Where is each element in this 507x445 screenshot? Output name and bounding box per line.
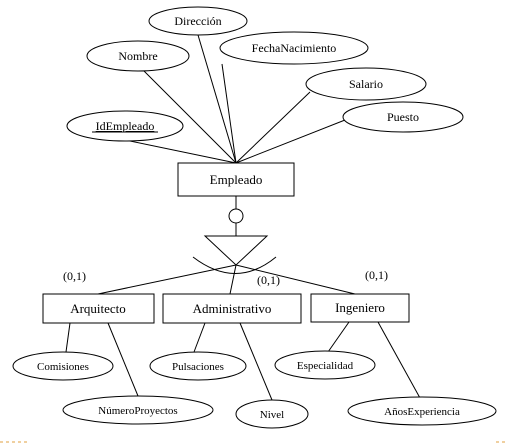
connector-comisiones bbox=[65, 322, 71, 353]
attribute-comisiones: Comisiones bbox=[12, 351, 114, 381]
entity-arquitecto-label: Arquitecto bbox=[70, 301, 126, 316]
attribute-puesto-label: Puesto bbox=[387, 110, 419, 124]
attribute-anios-experiencia-label: AñosExperiencia bbox=[384, 406, 460, 418]
attribute-nivel-label: Nivel bbox=[260, 409, 284, 421]
entity-empleado: Empleado bbox=[177, 162, 295, 197]
entity-empleado-label: Empleado bbox=[210, 172, 263, 187]
entity-arquitecto: Arquitecto bbox=[42, 293, 155, 324]
attribute-nivel: Nivel bbox=[235, 399, 309, 429]
connector-arquitecto bbox=[97, 264, 237, 295]
attribute-fecha-nacimiento: FechaNacimiento bbox=[219, 31, 369, 65]
connector-administrativo bbox=[229, 264, 237, 295]
cardinality-administrativo: (0,1) bbox=[257, 273, 280, 287]
entity-administrativo: Administrativo bbox=[162, 293, 302, 324]
connector-nivel bbox=[239, 322, 273, 401]
attribute-direccion: Dirección bbox=[148, 6, 248, 36]
generalization-triangle bbox=[203, 235, 269, 266]
entity-ingeniero-label: Ingeniero bbox=[335, 300, 385, 315]
entity-administrativo-label: Administrativo bbox=[193, 301, 272, 316]
attribute-numero-proyectos-label: NúmeroProyectos bbox=[98, 405, 177, 417]
attribute-salario-label: Salario bbox=[349, 77, 383, 91]
connector-ingeniero bbox=[235, 264, 356, 295]
attribute-comisiones-label: Comisiones bbox=[37, 361, 89, 373]
attribute-puesto: Puesto bbox=[342, 101, 464, 133]
subtype-attribute-connectors bbox=[65, 321, 421, 401]
attribute-fecha-nacimiento-label: FechaNacimiento bbox=[252, 41, 337, 55]
attribute-id-empleado-label: IdEmpleado bbox=[96, 119, 155, 133]
exclusivity-circle bbox=[228, 208, 244, 224]
entity-ingeniero: Ingeniero bbox=[310, 293, 410, 323]
connector-especialidad bbox=[327, 321, 350, 353]
connector-salario bbox=[235, 91, 311, 164]
attribute-pulsaciones: Pulsaciones bbox=[149, 351, 247, 381]
connector-numero-proyectos bbox=[107, 322, 139, 397]
connector-direccion bbox=[197, 34, 237, 164]
connector-nombre bbox=[142, 69, 237, 164]
attribute-nombre: Nombre bbox=[86, 40, 190, 72]
connector-pulsaciones bbox=[193, 322, 206, 353]
disjoint-arc bbox=[192, 256, 277, 274]
connector-id-empleado bbox=[124, 139, 237, 164]
connector-puesto bbox=[235, 119, 346, 164]
attribute-connectors bbox=[124, 34, 346, 164]
generalization-symbol bbox=[192, 208, 277, 274]
attribute-numero-proyectos: NúmeroProyectos bbox=[62, 395, 214, 425]
connector-anios-experiencia bbox=[377, 321, 421, 399]
attribute-anios-experiencia: AñosExperiencia bbox=[347, 396, 497, 426]
attribute-pulsaciones-label: Pulsaciones bbox=[172, 361, 224, 373]
attribute-salario: Salario bbox=[305, 67, 427, 101]
connector-fecha-nacimiento bbox=[221, 63, 237, 164]
cardinality-arquitecto: (0,1) bbox=[63, 269, 86, 283]
cardinality-ingeniero: (0,1) bbox=[365, 268, 388, 282]
attribute-direccion-label: Dirección bbox=[174, 14, 221, 28]
attribute-especialidad-label: Especialidad bbox=[297, 360, 354, 372]
attribute-id-empleado: IdEmpleado bbox=[66, 110, 184, 142]
attribute-nombre-label: Nombre bbox=[118, 49, 157, 63]
attribute-especialidad: Especialidad bbox=[274, 350, 376, 380]
